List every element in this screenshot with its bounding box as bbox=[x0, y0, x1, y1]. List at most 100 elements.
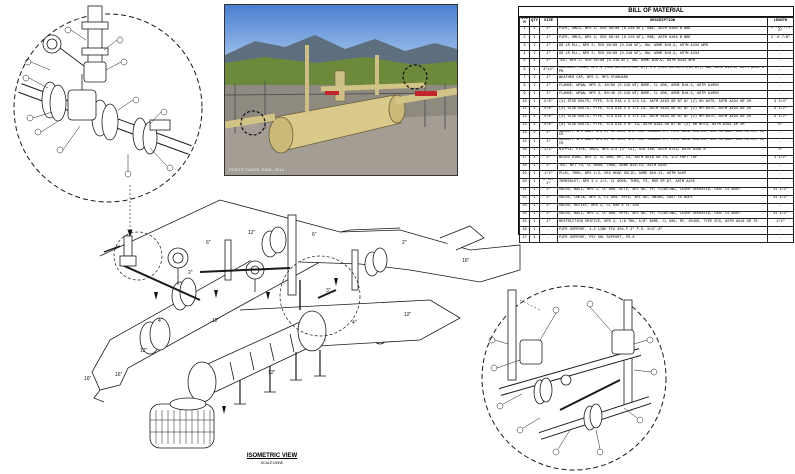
bom-cell-item: 1 bbox=[519, 25, 530, 36]
bom-cell-length: - bbox=[767, 82, 794, 92]
bom-cell-item: 24 bbox=[519, 210, 530, 220]
bom-cell-description: PLUG, THRD, NPS 1/2, HEX HEAD SOLID, ASM… bbox=[557, 170, 768, 180]
bom-cell-description: RESTRICTION ORIFICE, NPS 2, 1/8 THK, 5/8… bbox=[557, 218, 768, 228]
bom-cell-item: 6 bbox=[519, 65, 530, 76]
bom-cell-item: 5 bbox=[519, 57, 530, 67]
bom-cell-qty: 1 bbox=[529, 202, 540, 212]
bom-cell-item: 19 bbox=[519, 170, 530, 180]
bom-header-length: LENGTH bbox=[767, 17, 794, 27]
bom-header-item: ITEM bbox=[519, 17, 530, 27]
bom-cell-length: 4 1/2" bbox=[767, 105, 794, 115]
bom-cell-item: 9 bbox=[519, 90, 530, 100]
bom-cell-length: 11 1/2" bbox=[767, 186, 794, 196]
bom-header-size: SIZE bbox=[539, 17, 558, 27]
callout-label: 6" bbox=[312, 232, 317, 238]
callout-label: 4" bbox=[352, 320, 357, 326]
bom-cell-qty: 1 bbox=[529, 138, 540, 148]
bom-cell-length: - bbox=[767, 57, 794, 67]
bom-cell-qty: 2 bbox=[529, 42, 540, 51]
bom-cell-qty: 1 bbox=[529, 210, 540, 220]
bom-cell-description: REDUCER, CONC, NPS 4 (SCH 80/40/0.237 WT… bbox=[557, 65, 768, 76]
bom-cell-description: (4) STUD BOLTS, PTFE, 5/8 DIA x 4 1/2 LG… bbox=[557, 105, 768, 115]
callout-label: 16" bbox=[462, 258, 470, 264]
bom-cell-length: - bbox=[767, 202, 794, 212]
bom-cell-size: 1/2" bbox=[539, 170, 558, 180]
bom-cell-qty: 1 bbox=[529, 186, 540, 196]
bom-cell-length: - bbox=[767, 178, 794, 188]
site-photo: PHOTO TAKEN JUNE, 2012 bbox=[224, 4, 458, 176]
view-title: ISOMETRIC VIEW bbox=[246, 453, 298, 459]
bom-cell-length: - bbox=[767, 138, 794, 148]
bom-cell-description: TEE, NPT TO, CL 6000, THRD, ASME B16.11,… bbox=[557, 162, 768, 172]
bom-cell-size: 2" bbox=[539, 74, 558, 84]
bom-cell-item: 21 bbox=[519, 186, 530, 196]
bom-cell-description: 90 LR ELL, NPS 2, SCH 40/80 (0.218 WT), … bbox=[557, 49, 768, 59]
bom-cell-description: VALVE, CHECK, NPS 2, CL 600, RFFE, API 6… bbox=[557, 194, 768, 204]
bom-cell-size: 2" bbox=[539, 57, 558, 67]
bom-cell-item: 27 bbox=[519, 234, 530, 244]
bom-cell-item: 14 bbox=[519, 129, 530, 140]
bom-cell-qty: 1 bbox=[529, 218, 540, 228]
callout-label: 6" bbox=[206, 240, 211, 246]
photo-caption: PHOTO TAKEN JUNE, 2012 bbox=[229, 167, 285, 172]
bom-cell-qty: 1 bbox=[529, 121, 540, 131]
bom-cell-length: 11 1/2" bbox=[767, 210, 794, 220]
bom-cell-length: 3" bbox=[767, 146, 794, 156]
bom-cell-description: WEATHER CAP, NPS 2, MFG STANDARD bbox=[557, 74, 768, 84]
bom-cell-size: 2" bbox=[539, 218, 558, 228]
view-scale: SCALE:NONE bbox=[260, 461, 284, 465]
bom-cell-description: VALVE, BALL, NPS 2, CL 600, WTTE, API 6D… bbox=[557, 186, 768, 196]
bom-cell-item: 23 bbox=[519, 202, 530, 212]
bom-cell-length: - bbox=[767, 226, 794, 236]
bom-cell-length: - bbox=[767, 42, 794, 51]
bom-cell-description: PIPE SUPPORT, 1-2 LINE FIG 204-F 2" P.S.… bbox=[557, 226, 768, 236]
bom-cell-qty: 1 bbox=[529, 178, 540, 188]
bom-cell-item: 13 bbox=[519, 121, 530, 131]
bom-cell-length: - bbox=[767, 234, 794, 244]
bom-cell-size: 2" bbox=[539, 82, 558, 92]
isometric-main bbox=[91, 199, 521, 449]
bom-cell-item: 4 bbox=[519, 49, 530, 59]
bom-cell-size: 5/8" bbox=[539, 98, 558, 107]
bill-of-material-table: BILL OF MATERIAL ITEM QTY SIZE DESCRIPTI… bbox=[518, 6, 794, 244]
bom-cell-item: 16 bbox=[519, 146, 530, 156]
bom-cell-length: 1 1/2" bbox=[767, 154, 794, 164]
bom-cell-qty: 2 bbox=[529, 74, 540, 84]
bom-cell-item: 2 bbox=[519, 34, 530, 44]
bom-cell-description: PIPE, SMLS, NPS 2, SCH 80/40 (0.218 WT),… bbox=[557, 34, 768, 44]
bom-cell-size: 2" bbox=[539, 154, 558, 164]
bom-cell-item: 26 bbox=[519, 226, 530, 236]
bom-cell-qty: 1 bbox=[529, 194, 540, 204]
bom-cell-size: 2" bbox=[539, 194, 558, 204]
bom-cell-item: 12 bbox=[519, 113, 530, 123]
bom-cell-qty: 1 bbox=[529, 65, 540, 76]
bom-cell-description: FLANGE, WFWN, NPS 3, 80/40 (0.216 WT) BO… bbox=[557, 90, 768, 100]
callout-label: 2" bbox=[402, 240, 407, 246]
callout-label: 12" bbox=[248, 230, 256, 236]
bom-cell-item: 10 bbox=[519, 98, 530, 107]
bom-cell-size: 2" bbox=[539, 42, 558, 51]
callout-label: 12" bbox=[212, 318, 220, 324]
bom-cell-item: 3 bbox=[519, 42, 530, 51]
bom-cell-size: 1/2" bbox=[539, 146, 558, 156]
bom-cell-item: 18 bbox=[519, 162, 530, 172]
bom-cell-size: - bbox=[539, 234, 558, 244]
bom-cell-qty: 1 bbox=[529, 34, 540, 44]
bom-cell-length: 11 1/2" bbox=[767, 194, 794, 204]
